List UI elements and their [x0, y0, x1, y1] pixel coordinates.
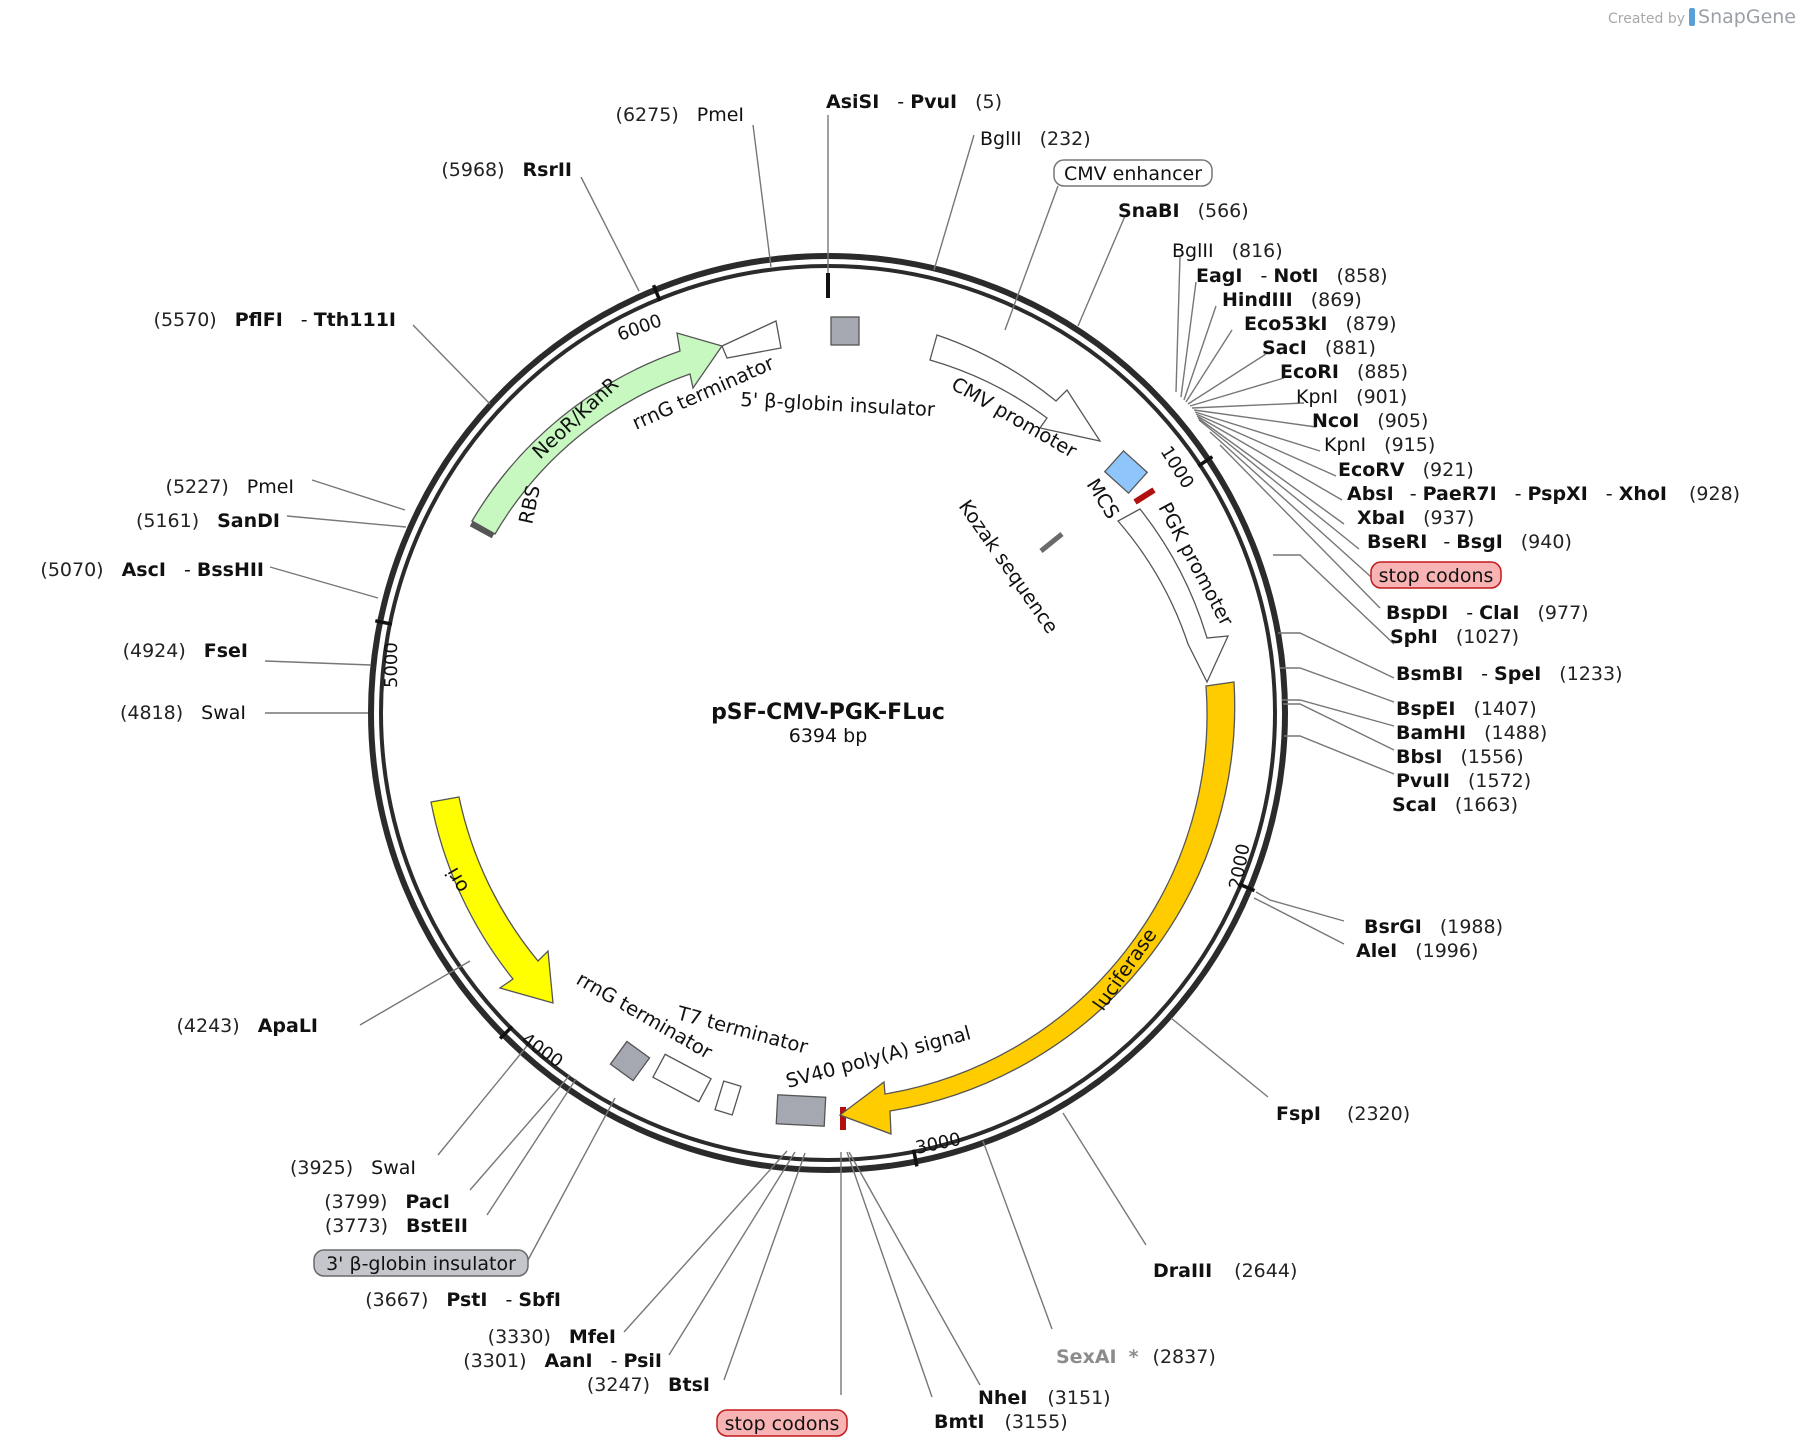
site-ecorv[interactable]: EcoRV(921)	[1338, 459, 1474, 481]
stop-codons-bottom-label: stop codons	[725, 1413, 840, 1435]
site-bspei[interactable]: BspEI(1407)	[1396, 698, 1537, 720]
feature-label-5-beta-globin-insulator: 5' β-globin insulator	[740, 388, 937, 421]
snapgene-logo-icon	[1689, 8, 1696, 26]
site-snabi[interactable]: SnaBI(566)	[1118, 200, 1249, 222]
feature-cmv-promoter-arrow[interactable]	[929, 334, 1102, 442]
site-asci[interactable]: (5070)AscI- BssHII	[40, 559, 264, 581]
site-scai[interactable]: ScaI(1663)	[1392, 794, 1518, 816]
feature-t7-terminator[interactable]	[714, 1080, 742, 1116]
site-bsrgi[interactable]: BsrGI(1988)	[1364, 916, 1503, 938]
feature-neor-kanr-arrow[interactable]	[471, 332, 724, 535]
feature-3-beta-globin-insulator[interactable]	[609, 1040, 651, 1082]
snapgene-credit: Created by SnapGene	[1608, 6, 1796, 28]
feature-pgk-promoter-arrow[interactable]	[1116, 508, 1230, 684]
feature-stop-codon-mark-top	[1133, 487, 1156, 505]
site-eco53ki[interactable]: Eco53kI(879)	[1244, 313, 1397, 335]
feature-rbs	[469, 521, 495, 539]
site-fsei[interactable]: (4924)FseI	[123, 640, 248, 662]
site-bglii-816[interactable]: BglII(816)	[1172, 240, 1283, 262]
plasmid-size: 6394 bp	[789, 725, 868, 747]
feature-rrng-terminator-top[interactable]	[721, 320, 782, 359]
site-bmti[interactable]: BmtI(3155)	[934, 1411, 1068, 1433]
site-btsi[interactable]: (3247)BtsI	[587, 1374, 710, 1396]
site-kpni-901[interactable]: KpnI(901)	[1296, 386, 1407, 408]
site-swai-4818[interactable]: (4818)SwaI	[120, 702, 246, 724]
cmv-enhancer-box	[1053, 159, 1213, 187]
feature-luciferase-arrow[interactable]	[838, 681, 1236, 1135]
ring-tick-5000	[374, 619, 393, 626]
site-pmei-5227[interactable]: (5227)PmeI	[166, 476, 294, 498]
feature-5-beta-globin-insulator[interactable]	[830, 316, 860, 346]
feature-kozak-sequence	[1039, 532, 1064, 553]
site-fspi[interactable]: FspI(2320)	[1276, 1103, 1410, 1125]
site-sphi[interactable]: SphI(1027)	[1390, 626, 1519, 648]
stop-codons-right-label: stop codons	[1379, 565, 1494, 587]
cmv-enhancer-leader	[1004, 185, 1059, 331]
ring-tick-1000	[1197, 455, 1214, 468]
site-pvuii[interactable]: PvuII(1572)	[1396, 770, 1531, 792]
feature-rrng-terminator-bottom[interactable]	[652, 1053, 712, 1103]
site-sexai[interactable]: SexAI*(2837)	[1056, 1346, 1216, 1368]
stop-codons-bottom-box	[716, 1409, 848, 1437]
feature-label-neor-kanr: NeoR/KanR	[528, 373, 623, 464]
insulator-3-box	[313, 1249, 529, 1277]
site-apali[interactable]: (4243)ApaLI	[177, 1015, 319, 1037]
cmv-enhancer-label: CMV enhancer	[1064, 163, 1202, 185]
ring-tick-6000	[651, 284, 662, 302]
site-kpni-915[interactable]: KpnI(915)	[1324, 434, 1435, 456]
feature-mcs[interactable]	[1103, 449, 1149, 495]
site-alei[interactable]: AleI(1996)	[1356, 940, 1478, 962]
feature-ori-arrow[interactable]	[430, 796, 554, 1004]
site-pmei-6275[interactable]: (6275)PmeI	[616, 104, 744, 126]
site-ncoi[interactable]: NcoI(905)	[1312, 410, 1428, 432]
site-bsteii[interactable]: (3773)BstEII	[325, 1215, 468, 1237]
site-ecori[interactable]: EcoRI(885)	[1280, 361, 1408, 383]
tick-label-5000: 5000	[381, 642, 402, 688]
site-draiii[interactable]: DraIII(2644)	[1153, 1260, 1297, 1282]
site-swai-3925[interactable]: (3925)SwaI	[290, 1157, 416, 1179]
site-nhei[interactable]: NheI(3151)	[978, 1387, 1111, 1409]
site-asisi[interactable]: AsiSI- PvuI(5)	[826, 91, 1002, 113]
site-absi[interactable]: AbsI- PaeR7I- PspXI- XhoI(928)	[1347, 483, 1740, 505]
site-eagi[interactable]: EagI- NotI(858)	[1196, 265, 1388, 287]
feature-label-luciferase: luciferase	[1088, 924, 1161, 1015]
site-bbsi[interactable]: BbsI(1556)	[1396, 746, 1524, 768]
site-leader-lines	[264, 115, 1395, 1398]
site-mfei[interactable]: (3330)MfeI	[488, 1326, 616, 1348]
ring-tick-3000	[911, 1149, 919, 1167]
site-pfifi[interactable]: (5570)PflFI- Tth111I	[154, 309, 396, 331]
site-bseri[interactable]: BseRI- BsgI(940)	[1367, 531, 1572, 553]
feature-label-kozak-sequence: Kozak sequence	[954, 496, 1063, 638]
plasmid-name: pSF-CMV-PGK-FLuc	[711, 700, 945, 725]
site-bsmbi[interactable]: BsmBI- SpeI(1233)	[1396, 663, 1622, 685]
site-psti[interactable]: (3667)PstI- SbfI	[365, 1289, 561, 1311]
site-xbai[interactable]: XbaI(937)	[1357, 507, 1474, 529]
site-bamhi[interactable]: BamHI(1488)	[1396, 722, 1547, 744]
stop-codons-right-box	[1370, 561, 1502, 589]
site-paci[interactable]: (3799)PacI	[324, 1191, 450, 1213]
site-bspdi[interactable]: BspDI- ClaI(977)	[1386, 602, 1589, 624]
credit-brand: SnapGene	[1698, 6, 1796, 28]
site-saci[interactable]: SacI(881)	[1262, 337, 1376, 359]
ring-tick-2000	[1238, 882, 1256, 893]
site-rsrii[interactable]: (5968)RsrII	[441, 159, 572, 181]
site-bglii-232[interactable]: BglII(232)	[980, 128, 1091, 150]
credit-prefix: Created by	[1608, 11, 1686, 27]
ring-ticks	[374, 284, 1256, 1167]
insulator-3-label: 3' β-globin insulator	[326, 1253, 516, 1275]
ring-tick-4000	[498, 1025, 514, 1040]
feature-sv40-polya-signal[interactable]	[775, 1094, 827, 1127]
site-hindiii[interactable]: HindIII(869)	[1222, 289, 1362, 311]
site-aani[interactable]: (3301)AanI- PsiI	[463, 1350, 662, 1372]
site-sandi[interactable]: (5161)SanDI	[136, 510, 280, 532]
